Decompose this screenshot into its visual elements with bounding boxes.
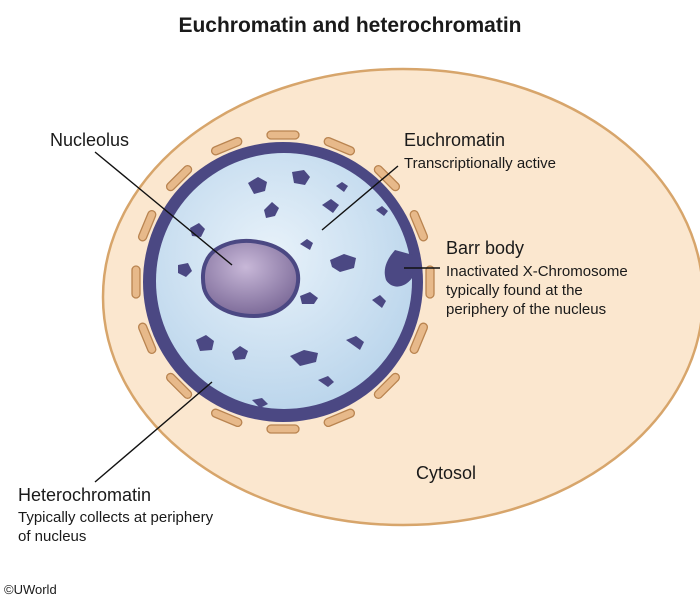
nuclear-envelope-segment: [210, 136, 243, 156]
nuclear-envelope: [131, 130, 435, 434]
leader-lines: [94, 151, 440, 483]
barr-body-description-line-1: Inactivated X-Chromosome: [446, 263, 628, 280]
barr-body-description-line-3: periphery of the nucleus: [446, 301, 607, 318]
barr-body-label: Barr body: [446, 238, 525, 258]
nuclear-envelope-segment: [409, 322, 429, 355]
nuclear-envelope-segment: [210, 408, 243, 428]
nuclear-envelope-segment: [266, 130, 300, 140]
nucleolus-leader: [94, 151, 233, 266]
heterochromatin-label: Heterochromatin: [18, 485, 152, 505]
nuclear-envelope-segment: [266, 424, 300, 434]
heterochromatin-leader: [94, 381, 213, 483]
cytosol-label: Cytosol: [416, 463, 477, 483]
nuclear-envelope-segment: [137, 209, 157, 242]
nuclear-envelope-segment: [137, 322, 157, 355]
nuclear-envelope-segment: [323, 136, 356, 156]
euchromatin-label: Euchromatin: [404, 130, 506, 150]
nuclear-envelope-segment: [165, 164, 193, 192]
nucleolus-label: Nucleolus: [50, 130, 130, 150]
barr-body: [384, 250, 413, 287]
euchromatin-description: Transcriptionally active: [404, 155, 556, 172]
heterochromatin-description-line-1: Typically collects at periphery: [18, 509, 214, 526]
heterochromatin-clumps: [178, 170, 388, 408]
euchromatin-leader: [321, 165, 399, 231]
nuclear-envelope-segment: [131, 265, 141, 299]
nuclear-envelope-segment: [165, 372, 193, 400]
copyright-notice: ©UWorld: [4, 582, 57, 597]
nuclear-envelope-segment: [425, 265, 435, 299]
nuclear-envelope-segment: [373, 372, 401, 400]
diagram-title: Euchromatin and heterochromatin: [178, 14, 522, 37]
heterochromatin-description-line-2: of nucleus: [18, 528, 87, 545]
nuclear-envelope-segment: [373, 164, 401, 192]
barr-body-description-line-2: typically found at the: [446, 282, 583, 299]
nuclear-envelope-segment: [409, 209, 429, 242]
nuclear-envelope-segment: [323, 408, 356, 428]
